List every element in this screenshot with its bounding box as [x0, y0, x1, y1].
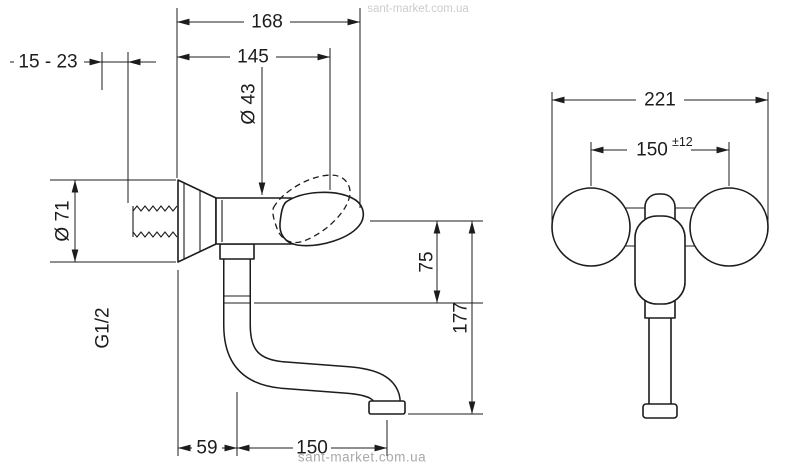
- dim-connection-centers: 150: [636, 140, 668, 161]
- dim-escutcheon-diameter: Ø 71: [53, 200, 74, 241]
- spout-nut: [219, 243, 255, 260]
- faucet-side-view: [132, 174, 406, 415]
- right-rosette: [689, 187, 769, 267]
- dim-spout-reach: 150: [296, 438, 328, 459]
- spout-fill: [224, 236, 400, 405]
- lever-handle: [279, 191, 365, 247]
- lever-handle-raised: [272, 174, 351, 244]
- dim-axis-to-spout-joint: 75: [417, 251, 438, 272]
- threaded-connector: [132, 205, 178, 238]
- side-dimension-labels: 168 145 15 - 23 Ø 43 Ø 71 G1/2 75 177 59…: [14, 12, 472, 459]
- dim-body-projection: 145: [237, 47, 269, 68]
- watermark-top: sant-market.com.ua: [367, 3, 469, 15]
- dim-thread-size: G1/2: [93, 307, 114, 348]
- dim-axis-to-outlet: 177: [451, 302, 472, 334]
- front-lever-handle: [634, 215, 686, 305]
- front-dimension-labels: 221 150 ±12: [627, 90, 693, 161]
- left-rosette: [551, 187, 631, 267]
- dim-centers-tolerance: ±12: [672, 135, 693, 149]
- spout-outlet-cap: [368, 400, 406, 415]
- dim-wall-to-spout-axis: 59: [196, 438, 217, 459]
- faucet-front-view: [551, 187, 769, 419]
- dim-overall-width: 221: [644, 90, 676, 111]
- dim-body-diameter: Ø 43: [239, 83, 260, 124]
- front-outlet-cap: [642, 403, 678, 419]
- dim-wall-adjust-range: 15 - 23: [18, 52, 77, 73]
- dim-total-projection: 168: [251, 12, 283, 33]
- watermark: sant-market.com.ua: [298, 450, 426, 465]
